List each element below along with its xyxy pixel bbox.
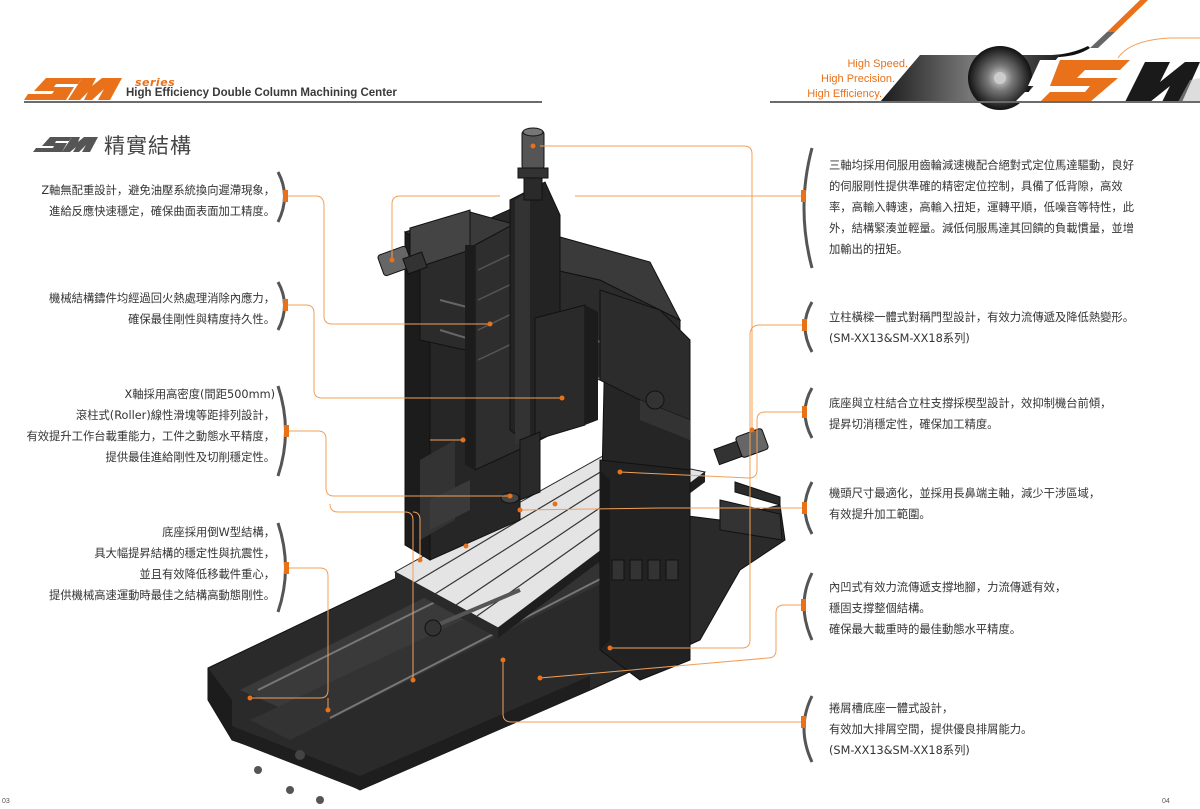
callout-spindle-head: 機頭尺寸最適化，並採用長鼻端主軸，減少干涉區域， 有效提升加工範圍。 xyxy=(829,483,1100,525)
callout-line: 底座與立柱結合立柱支撐採楔型設計，效抑制機台前傾， xyxy=(829,397,1112,410)
callout-line: 並且有效降低移載件重心， xyxy=(139,568,275,581)
callout-line: 確保最大載重時的最佳動態水平精度。 xyxy=(829,623,1022,636)
callout-base-w-structure: 底座採用倒W型結構， 具大幅提昇結構的穩定性與抗震性， 並且有效降低移載件重心，… xyxy=(49,522,275,606)
header-subtitle: High Efficiency Double Column Machining … xyxy=(126,87,397,99)
series-label: series xyxy=(135,76,176,89)
callout-line: 機械結構鑄件均經過回火熱處理消除內應力， xyxy=(49,292,275,305)
left-brackets xyxy=(276,171,289,613)
callout-line: 具大幅提昇結構的穩定性與抗震性， xyxy=(94,547,275,560)
callout-line: X軸採用高密度(間距500mm) xyxy=(124,388,275,401)
machine-illustration xyxy=(207,127,786,804)
callout-line: 確保最佳剛性與精度持久性。 xyxy=(128,313,275,326)
page-number-left: 03 xyxy=(2,798,10,805)
page-number-right: 04 xyxy=(1162,798,1170,805)
sm-series-logo xyxy=(24,78,122,100)
callout-line: 立柱橫樑一體式對稱門型設計，有效力流傳遞及降低熱變形。 xyxy=(829,311,1135,324)
leader-lines xyxy=(250,145,805,723)
callout-wedge-support: 底座與立柱結合立柱支撐採楔型設計，效抑制機台前傾， 提昇切消穩定性，確保加工精度… xyxy=(829,393,1111,435)
slogan-efficiency: High Efficiency. xyxy=(807,88,882,100)
header-rule-right xyxy=(770,101,1200,103)
callout-line: 滾柱式(Roller)線性滑塊等距排列設計， xyxy=(75,409,275,422)
slogan-precision: High Precision. xyxy=(821,73,895,85)
leader-dots xyxy=(247,143,755,713)
callout-x-axis-rollers: X軸採用高密度(間距500mm) 滾柱式(Roller)線性滑塊等距排列設計， … xyxy=(26,384,275,468)
callout-gantry-design: 立柱橫樑一體式對稱門型設計，有效力流傳遞及降低熱變形。 (SM-XX13&SM-… xyxy=(829,307,1134,349)
callout-servo-drive: 三軸均採用伺服用齒輪減速機配合絕對式定位馬達驅動，良好 的伺服剛性提供準確的精密… xyxy=(829,155,1134,260)
header-left: series High Efficiency Double Column Mac… xyxy=(22,72,542,112)
callout-line: 捲屑槽底座一體式設計， xyxy=(829,702,954,715)
callout-z-axis: Z軸無配重設計，避免油壓系統換向遲滯現象， 進給反應快速穩定，確保曲面表面加工精… xyxy=(41,180,275,222)
callout-line: 率，高輸入轉速，高輸入扭矩，運轉平順，低噪音等特性，此 xyxy=(829,201,1135,214)
callout-line: 加輸出的扭矩。 xyxy=(829,243,909,256)
callout-line: 底座採用倒W型結構， xyxy=(162,526,275,539)
callout-line: 內凹式有效力流傳遞支撐地腳，力流傳遞有效， xyxy=(829,581,1067,594)
callout-line: 有效加大排屑空間，提供優良排屑能力。 xyxy=(829,723,1033,736)
callout-casting-annealing: 機械結構鑄件均經過回火熱處理消除內應力， 確保最佳剛性與精度持久性。 xyxy=(49,288,275,330)
callout-line: 提昇切消穩定性，確保加工精度。 xyxy=(829,418,999,431)
callout-line: 三軸均採用伺服用齒輪減速機配合絕對式定位馬達驅動，良好 xyxy=(829,159,1135,172)
callout-line: 機頭尺寸最適化，並採用長鼻端主軸，減少干涉區域， xyxy=(829,487,1101,500)
callout-line: Z軸無配重設計，避免油壓系統換向遲滯現象， xyxy=(41,184,275,197)
callout-line: 有效提升加工範圍。 xyxy=(829,508,931,521)
callout-line: 提供最佳進給剛性及切削穩定性。 xyxy=(105,451,275,464)
callout-line: (SM-XX13&SM-XX18系列) xyxy=(829,744,970,757)
callout-chip-trough: 捲屑槽底座一體式設計， 有效加大排屑空間，提供優良排屑能力。 (SM-XX13&… xyxy=(829,698,1032,761)
callout-line: 穩固支撐整個結構。 xyxy=(829,602,931,615)
callout-line: (SM-XX13&SM-XX18系列) xyxy=(829,332,970,345)
header-right: High Speed. High Precision. High Efficie… xyxy=(800,0,1200,110)
header-rule-left xyxy=(24,101,542,103)
callout-support-feet: 內凹式有效力流傳遞支撐地腳，力流傳遞有效， 穩固支撐整個結構。 確保最大載重時的… xyxy=(829,577,1066,640)
section-title-text: 精實結構 xyxy=(104,134,192,158)
callout-line: 的伺服剛性提供準確的精密定位控制，具備了低背隙，高效 xyxy=(829,180,1123,193)
right-brackets xyxy=(801,147,814,763)
sm-section-logo xyxy=(33,137,98,152)
callout-line: 外，結構緊湊並輕量。減低伺服馬達其回饋的負載慣量，並增 xyxy=(829,222,1135,235)
callout-line: 有效提升工作台載重能力，工件之動態水平精度， xyxy=(26,430,275,443)
callout-line: 提供機械高速運動時最佳之結構高動態剛性。 xyxy=(49,589,275,602)
slogan-speed: High Speed. xyxy=(847,58,908,70)
callout-line: 進給反應快速穩定，確保曲面表面加工精度。 xyxy=(49,205,275,218)
header-banner-graphic xyxy=(880,0,1200,110)
